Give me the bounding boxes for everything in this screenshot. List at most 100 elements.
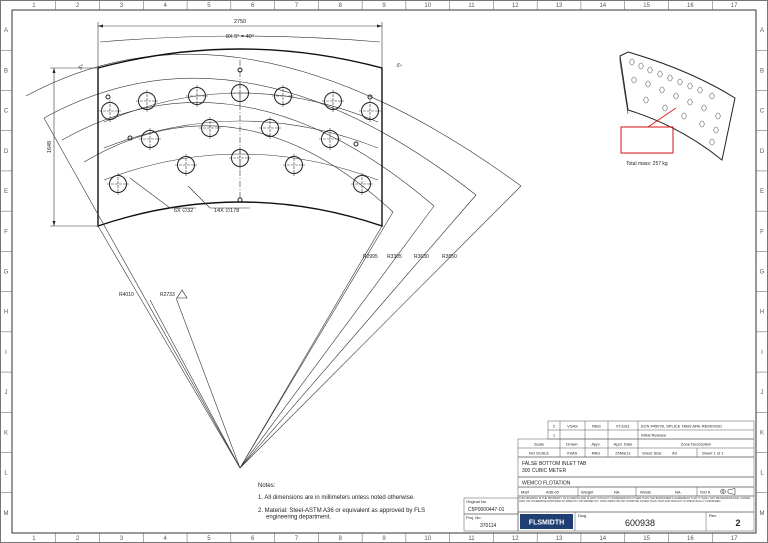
notes-heading: Notes: bbox=[258, 483, 276, 489]
zone-row-label: K bbox=[760, 430, 764, 436]
zone-col-label: 13 bbox=[556, 3, 563, 9]
revision-cell: Initial Release bbox=[641, 433, 667, 438]
zone-col-label: 8 bbox=[339, 536, 343, 542]
iso-highlight-box bbox=[620, 126, 674, 154]
zone-row-label: J bbox=[5, 390, 8, 396]
svg-text:R3850: R3850 bbox=[442, 254, 457, 260]
zone-col-label: 1 bbox=[32, 536, 36, 542]
zone-col-label: 14 bbox=[599, 3, 606, 9]
zone-row-label: K bbox=[4, 430, 8, 436]
zone-row-label: I bbox=[5, 350, 7, 356]
iso-hole bbox=[713, 126, 719, 134]
svg-text:Sheet 1 of 1: Sheet 1 of 1 bbox=[702, 451, 724, 456]
iso-hole bbox=[687, 98, 693, 106]
iso-hole bbox=[681, 112, 687, 120]
zone-col-label: 4 bbox=[164, 536, 168, 542]
drawing-title-1: FALSE BOTTOM INLET TAB bbox=[522, 461, 587, 467]
zone-row-label: J bbox=[761, 390, 764, 396]
zone-col-label: 10 bbox=[424, 536, 431, 542]
zone-col-label: 2 bbox=[76, 536, 80, 542]
zone-col-label: 13 bbox=[556, 536, 563, 542]
zone-col-label: 17 bbox=[731, 536, 738, 542]
zone-row-label: H bbox=[760, 310, 764, 316]
small-holes bbox=[105, 67, 373, 203]
iso-outline bbox=[619, 51, 736, 161]
zone-row-label: A bbox=[760, 28, 764, 34]
zone-row-label: M bbox=[4, 511, 9, 517]
zone-row-label: B bbox=[760, 68, 764, 74]
iso-hole bbox=[673, 92, 679, 100]
iso-hole bbox=[701, 104, 707, 112]
svg-text:NO SCALE: NO SCALE bbox=[529, 451, 550, 456]
hole-arc-3 bbox=[103, 153, 379, 181]
arc-r3850 bbox=[25, 53, 522, 187]
zone-col-label: 12 bbox=[512, 536, 519, 542]
zone-col-label: 6 bbox=[251, 3, 255, 9]
callout-small-holes: 6X ∅32 bbox=[129, 177, 196, 214]
zone-row-label: I bbox=[761, 350, 763, 356]
zone-col-label: 14 bbox=[599, 536, 606, 542]
zone-row-label: L bbox=[760, 471, 764, 477]
zone-col-label: 3 bbox=[120, 536, 124, 542]
svg-text:Mat'l: Mat'l bbox=[521, 490, 529, 495]
zone-col-label: 8 bbox=[339, 3, 343, 9]
zone-row-label: H bbox=[4, 310, 8, 316]
revision-cell: 07Jul11 bbox=[616, 424, 630, 429]
company-logo bbox=[520, 514, 573, 529]
svg-text:NA: NA bbox=[675, 490, 681, 495]
revision-cell: 1 bbox=[553, 433, 556, 438]
svg-text:25Mar11: 25Mar11 bbox=[615, 451, 631, 456]
iso-hole bbox=[677, 78, 683, 86]
svg-text:Weight: Weight bbox=[581, 490, 594, 495]
svg-text:Scale: Scale bbox=[534, 442, 545, 447]
svg-text:Appr. Date: Appr. Date bbox=[614, 442, 634, 447]
zone-row-label: B bbox=[4, 68, 8, 74]
svg-text:R4010: R4010 bbox=[119, 292, 134, 298]
arc-r2995 bbox=[83, 125, 394, 213]
svg-text:Sheet Size:: Sheet Size: bbox=[642, 451, 662, 456]
zone-row-label: M bbox=[760, 511, 765, 517]
zone-row-label: D bbox=[4, 149, 9, 155]
zone-row-label: L bbox=[4, 471, 8, 477]
projection-symbol-icon bbox=[720, 488, 736, 495]
svg-text:R3305: R3305 bbox=[387, 254, 402, 260]
iso-hole bbox=[667, 74, 673, 82]
iso-hole bbox=[699, 120, 705, 128]
dim-pitch: 8X 5° = 40° bbox=[99, 34, 381, 43]
svg-text:ISO A: ISO A bbox=[700, 490, 711, 495]
drawing-number: 600938 bbox=[625, 518, 655, 528]
svg-text:R2733: R2733 bbox=[160, 292, 175, 298]
hole-arc-2 bbox=[103, 120, 379, 149]
zone-col-label: 7 bbox=[295, 536, 299, 542]
svg-text:6X ∅32: 6X ∅32 bbox=[174, 207, 193, 214]
radius-leaders bbox=[43, 117, 522, 469]
drawing-title-2: 300 CUBIC METER bbox=[522, 468, 567, 474]
zone-col-label: 9 bbox=[382, 536, 386, 542]
arc-r3630 bbox=[43, 78, 477, 196]
svg-text:14X ∅178: 14X ∅178 bbox=[214, 207, 239, 214]
zone-row-label: F bbox=[760, 229, 764, 235]
note-2: 2. Material: Steel-ASTM A36 or equivalen… bbox=[258, 508, 427, 521]
zone-col-label: 15 bbox=[643, 3, 650, 9]
iso-hole bbox=[715, 112, 721, 120]
iso-view: Total mass: 257 kg bbox=[619, 51, 736, 167]
revision-cell: 2 bbox=[553, 424, 556, 429]
zone-col-label: 15 bbox=[643, 536, 650, 542]
zone-row-label: G bbox=[760, 270, 765, 276]
dim-height: 1648 bbox=[47, 67, 98, 227]
hole-arc-1 bbox=[103, 92, 379, 123]
revision-number: 2 bbox=[735, 518, 740, 528]
dim-height-label: 1648 bbox=[47, 141, 53, 153]
svg-text:Welds: Welds bbox=[640, 490, 651, 495]
iso-hole bbox=[638, 62, 644, 70]
project-number: 370114 bbox=[480, 523, 497, 529]
svg-text:VSAS: VSAS bbox=[567, 451, 578, 456]
svg-text:Appr.: Appr. bbox=[591, 442, 600, 447]
svg-text:Proj. No.: Proj. No. bbox=[466, 515, 482, 520]
